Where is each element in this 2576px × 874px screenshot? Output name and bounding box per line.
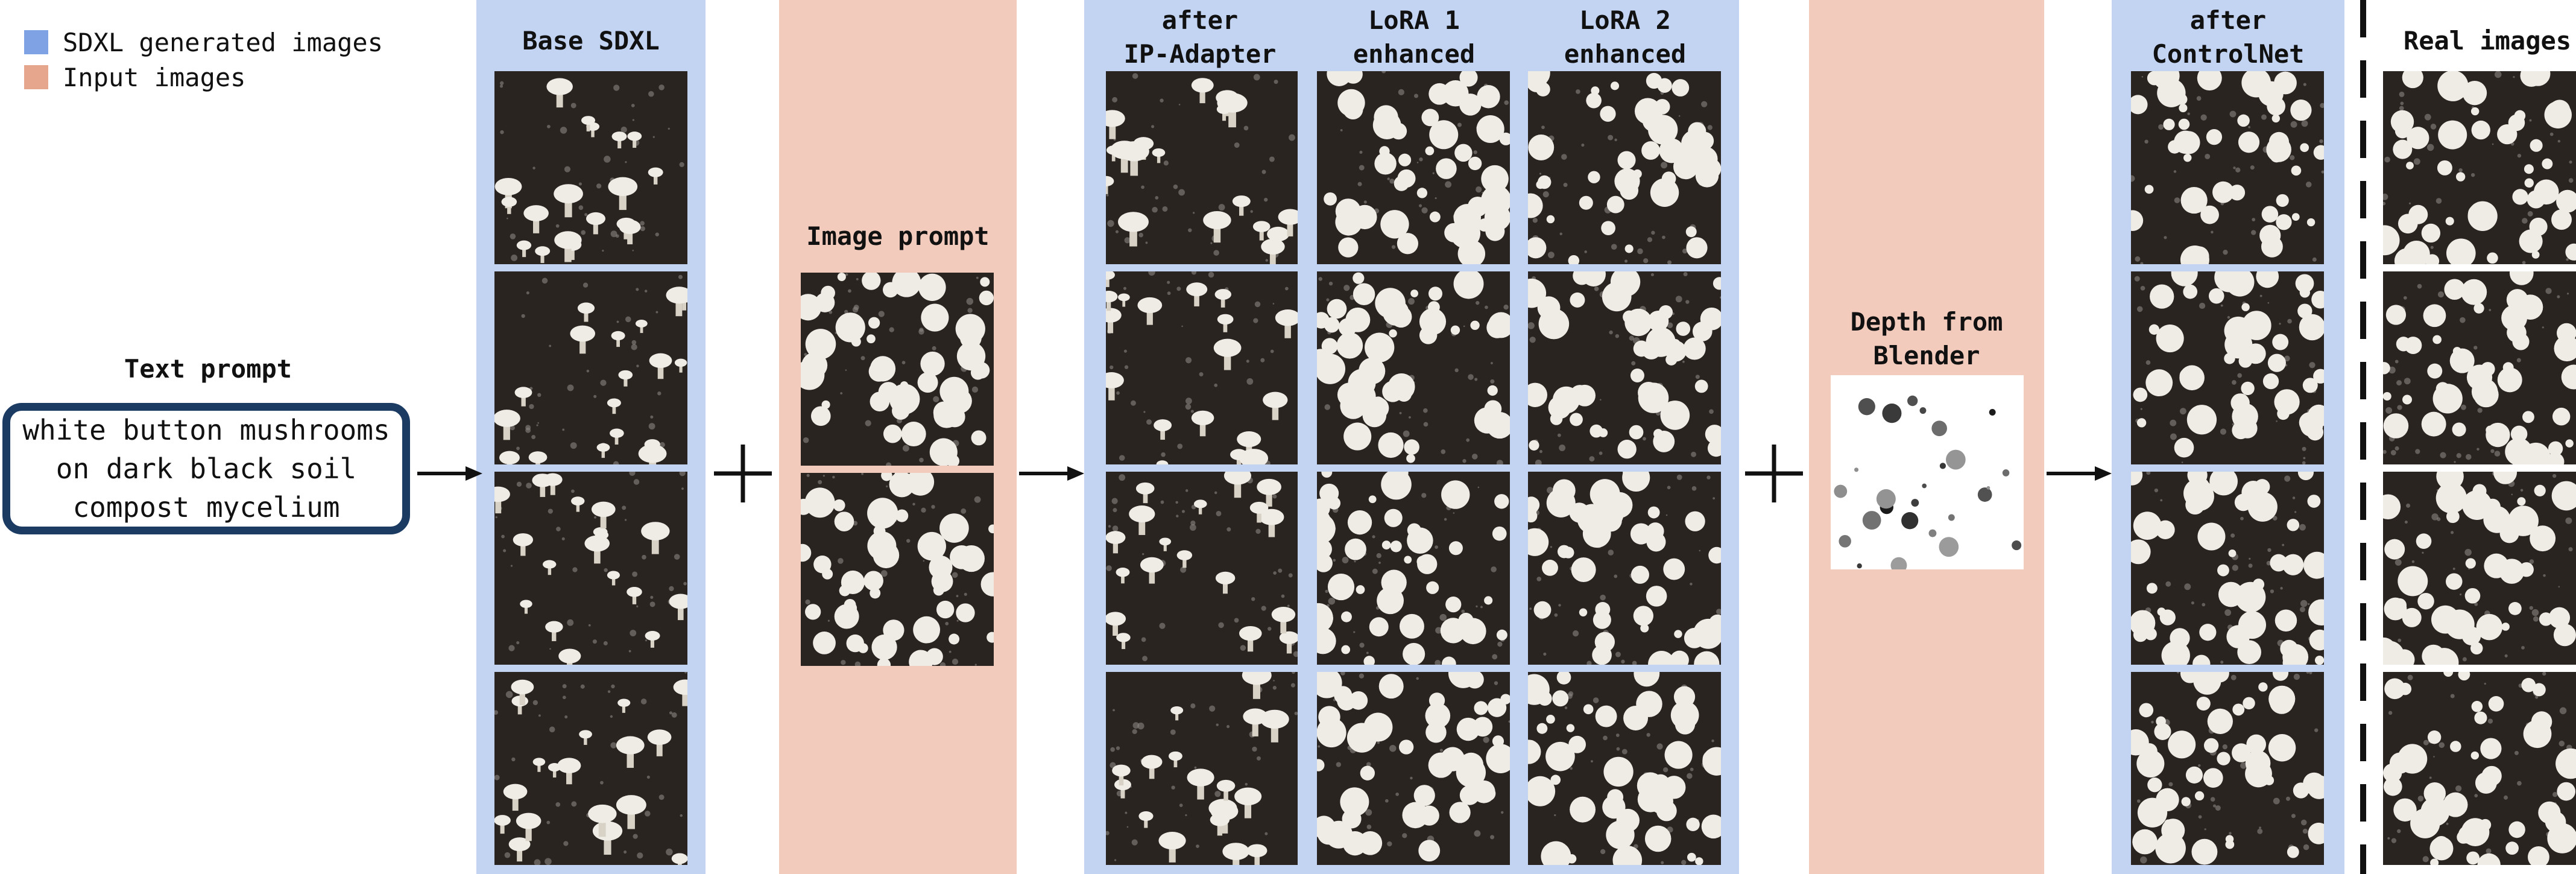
right-arrow-icon bbox=[417, 466, 482, 481]
controlnet-image-4 bbox=[2131, 672, 2324, 865]
lora2-image-3 bbox=[1528, 472, 1721, 665]
lora2-image-4 bbox=[1528, 672, 1721, 865]
lora1-image-2 bbox=[1317, 271, 1510, 464]
controlnet-image-2 bbox=[2131, 271, 2324, 464]
base-sdxl-image-1 bbox=[494, 71, 687, 264]
legend-input-label: Input images bbox=[63, 62, 246, 92]
controlnet-image-1 bbox=[2131, 71, 2324, 264]
legend-generated: SDXL generated images bbox=[24, 27, 384, 57]
right-arrow-icon bbox=[2047, 466, 2112, 481]
real-image-3 bbox=[2383, 472, 2576, 665]
controlnet-image-3 bbox=[2131, 472, 2324, 665]
ip-adapter-image-3 bbox=[1106, 472, 1298, 665]
text-prompt-title: Text prompt bbox=[124, 354, 292, 384]
lora1-image-1 bbox=[1317, 71, 1510, 264]
lora2-image-1 bbox=[1528, 71, 1721, 264]
image-prompt-image-2 bbox=[801, 473, 994, 666]
image-prompt-image-1 bbox=[801, 273, 994, 466]
ip-adapter-image-4 bbox=[1106, 672, 1298, 865]
ip-adapter-title: after IP-Adapter bbox=[1123, 5, 1277, 69]
plus-icon bbox=[714, 445, 772, 502]
text-prompt-box: white button mushrooms on dark black soi… bbox=[2, 403, 410, 534]
lora2-image-2 bbox=[1528, 271, 1721, 464]
base-sdxl-title: Base SDXL bbox=[522, 26, 660, 55]
depth-title: Depth from Blender bbox=[1850, 307, 2003, 370]
legend-input: Input images bbox=[24, 62, 246, 92]
real-image-4 bbox=[2383, 672, 2576, 865]
real-images-title: Real images bbox=[2403, 26, 2572, 55]
base-sdxl-image-4 bbox=[494, 672, 687, 865]
text-prompt-text: white button mushrooms on dark black soi… bbox=[22, 414, 390, 524]
ip-adapter-image-1 bbox=[1106, 71, 1298, 264]
legend-generated-label: SDXL generated images bbox=[63, 27, 384, 57]
dashed-divider bbox=[2360, 0, 2366, 874]
base-sdxl-image-2 bbox=[494, 271, 687, 464]
real-image-2 bbox=[2383, 271, 2576, 464]
depth-map-image bbox=[1831, 375, 2024, 569]
lora2-title: LoRA 2 enhanced bbox=[1564, 5, 1687, 69]
image-prompt-title: Image prompt bbox=[806, 221, 990, 251]
right-arrow-icon bbox=[1019, 466, 1084, 481]
base-sdxl-image-3 bbox=[494, 472, 687, 665]
legend-generated-swatch bbox=[24, 30, 48, 54]
controlnet-title: after ControlNet bbox=[2151, 5, 2305, 69]
plus-icon bbox=[1745, 445, 1803, 502]
lora1-image-4 bbox=[1317, 672, 1510, 865]
legend-input-swatch bbox=[24, 65, 48, 89]
lora1-image-3 bbox=[1317, 472, 1510, 665]
real-image-1 bbox=[2383, 71, 2576, 264]
ip-adapter-image-2 bbox=[1106, 271, 1298, 464]
lora1-title: LoRA 1 enhanced bbox=[1353, 5, 1476, 69]
